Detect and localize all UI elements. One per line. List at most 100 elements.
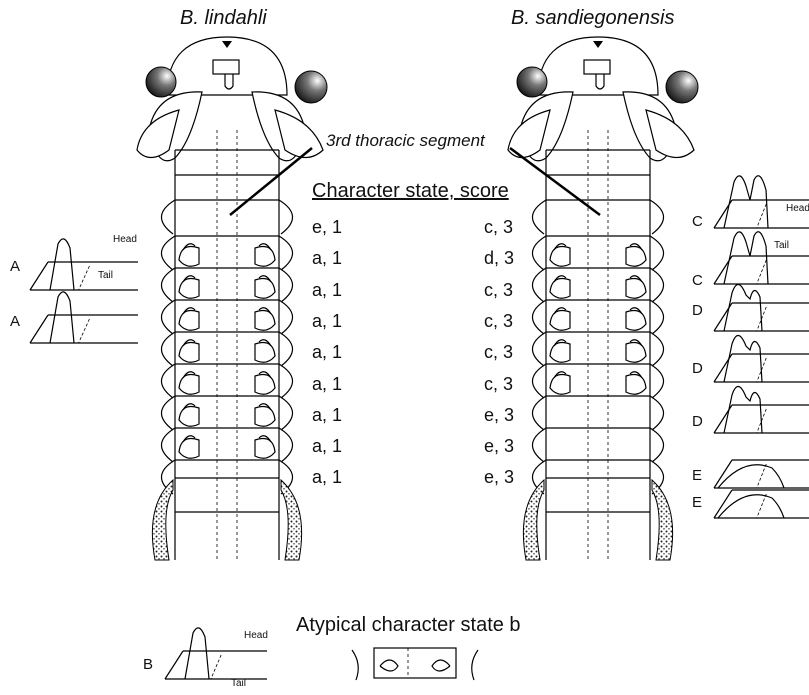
callout-line-left: [230, 148, 312, 215]
pleura-left: [532, 396, 546, 430]
leg-right: [626, 279, 646, 299]
leg-right: [255, 375, 275, 395]
inset-base: [714, 256, 809, 284]
animal-drawings: [137, 37, 698, 560]
pleura-right: [279, 396, 293, 430]
score-right-row: c, 3: [484, 280, 513, 301]
score-left-row: a, 1: [312, 311, 342, 332]
pleura-left: [532, 364, 546, 398]
inset-base: [165, 651, 267, 679]
pleura-right: [279, 268, 293, 302]
callout-line-right: [510, 148, 600, 215]
score-right-row: c, 3: [484, 342, 513, 363]
pleura-right: [650, 200, 664, 234]
inset-letter-right: C: [692, 213, 703, 230]
leg-left: [550, 311, 570, 331]
score-left-row: a, 1: [312, 248, 342, 269]
inset-right-2: [714, 232, 809, 284]
leg-left: [550, 279, 570, 299]
pleura-left: [161, 428, 175, 462]
inset-lobe: [50, 292, 74, 343]
pleura-right: [279, 300, 293, 334]
inset-lobe: [185, 628, 209, 679]
score-left-row: a, 1: [312, 280, 342, 301]
atypical-head-label: Head: [244, 630, 268, 641]
leg-right: [255, 407, 275, 427]
leg-left: [550, 247, 570, 267]
inset-letter-right: C: [692, 272, 703, 289]
pleura-left: [161, 332, 175, 366]
pleura-right: [472, 650, 478, 680]
atypical-letter: B: [143, 656, 153, 673]
leg-right: [255, 279, 275, 299]
score-left-row: a, 1: [312, 342, 342, 363]
inset-letter-right: D: [692, 360, 703, 377]
score-right-row: d, 3: [484, 248, 514, 269]
pleura-left: [532, 428, 546, 462]
inset-right-6: [714, 460, 809, 488]
score-right-row: c, 3: [484, 217, 513, 238]
pleura-right: [650, 268, 664, 302]
leg-left: [179, 439, 199, 459]
inset-dash: [211, 655, 221, 679]
inset-tail-label: Tail: [98, 270, 113, 281]
pleura-right: [279, 236, 293, 270]
pleura-left: [161, 396, 175, 430]
segment-box: [374, 648, 456, 678]
score-right-row: c, 3: [484, 374, 513, 395]
inset-right-3: [714, 284, 809, 331]
leg-left: [550, 375, 570, 395]
inset-lobe: [50, 239, 74, 290]
pleura-right: [650, 236, 664, 270]
inset-right-7: [714, 490, 809, 518]
leg-right: [626, 343, 646, 363]
leg-left: [179, 279, 199, 299]
cercopod-left: [523, 480, 544, 560]
inset-letter-left: A: [10, 258, 20, 275]
pleura-left: [161, 236, 175, 270]
cercopod-left: [152, 480, 173, 560]
thoracic-segment-callout: 3rd thoracic segment: [326, 131, 485, 151]
inset-dash: [79, 319, 90, 343]
pleura-right: [650, 364, 664, 398]
pleura-right: [279, 200, 293, 234]
inset-tail-label: Tail: [774, 240, 789, 251]
leg-left: [380, 660, 398, 671]
inset-lobe: [724, 284, 762, 331]
animal-lindahli: [137, 37, 327, 560]
leg-right: [255, 439, 275, 459]
inset-right-5: [714, 386, 809, 433]
leg-right: [255, 247, 275, 267]
atypical-tail-label: Tail: [231, 678, 246, 689]
inset-lobe: [718, 465, 784, 488]
score-right-row: e, 3: [484, 467, 514, 488]
pleura-left: [161, 268, 175, 302]
inset-dash: [757, 464, 767, 488]
cercopod-right: [281, 480, 302, 560]
atypical-title: Atypical character state b: [296, 614, 521, 637]
pleura-left: [161, 300, 175, 334]
inset-base: [30, 262, 138, 290]
score-right-row: e, 3: [484, 436, 514, 457]
inset-base: [30, 315, 138, 343]
inset-letter-right: D: [692, 302, 703, 319]
leg-right: [255, 311, 275, 331]
pleura-left: [532, 268, 546, 302]
pleura-left: [532, 300, 546, 334]
inset-dash: [79, 266, 90, 290]
leg-left: [179, 311, 199, 331]
inset-letter-right: E: [692, 467, 702, 484]
inset-letter-right: D: [692, 413, 703, 430]
eye-left: [517, 67, 547, 97]
pleura-left: [161, 200, 175, 234]
inset-right-1: [714, 176, 809, 228]
score-left-row: e, 1: [312, 217, 342, 238]
pleura-right: [279, 332, 293, 366]
leg-right: [432, 660, 450, 671]
leg-left: [550, 343, 570, 363]
pleura-right: [650, 428, 664, 462]
pleura-left: [532, 200, 546, 234]
inset-right-4: [714, 335, 809, 382]
pleura-right: [279, 364, 293, 398]
